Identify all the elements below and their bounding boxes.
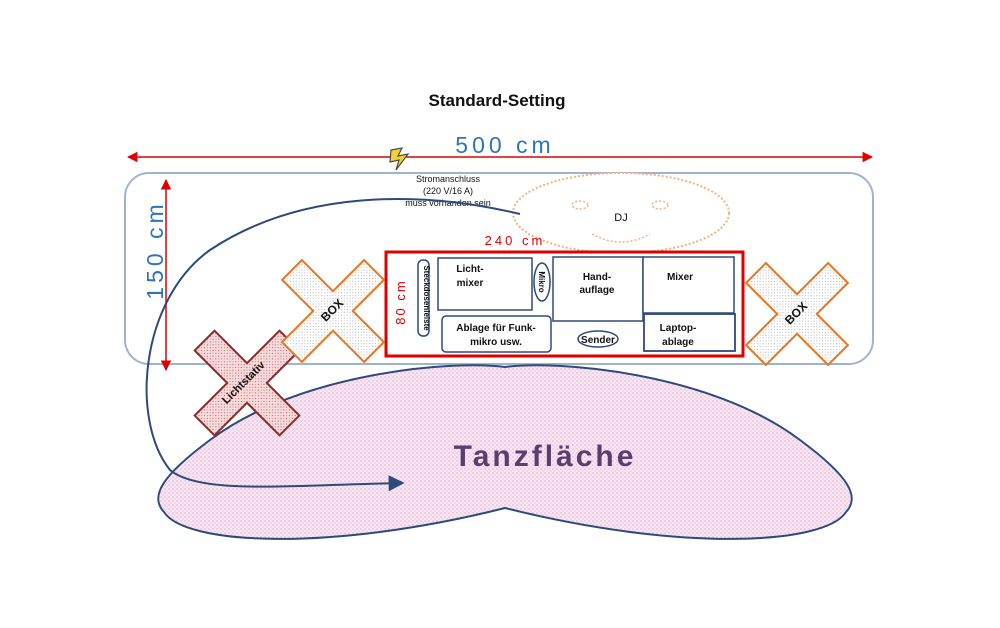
microphone (533, 262, 551, 302)
table-width-label: 240 cm (485, 233, 546, 248)
power-line-3: muss vorhanden sein (405, 198, 491, 208)
light-mixer-label-1: Licht- (456, 264, 483, 275)
laptop-label-1: Laptop- (660, 323, 697, 334)
transmitter-label: Sender (581, 335, 615, 346)
speaker-box-right (744, 261, 850, 367)
mixer (642, 256, 735, 314)
diagram-title: Standard-Setting (429, 91, 566, 110)
hand-rest-label-2: auflage (579, 285, 614, 296)
hand-rest (552, 256, 644, 322)
power-line-2: (220 V/16 A) (423, 186, 473, 196)
light-stand (193, 329, 301, 437)
lightning-icon (389, 147, 410, 171)
laptop-stand (643, 313, 736, 352)
hand-rest-label-1: Hand- (583, 272, 611, 283)
dance-floor-label: Tanzfläche (454, 440, 637, 473)
light-mixer (437, 257, 533, 311)
power-strip-label: Steckdosenleiste (422, 265, 431, 331)
microphone-label: Mikro (537, 271, 546, 292)
laptop-label-2: ablage (662, 337, 694, 348)
mixer-label: Mixer (667, 272, 693, 283)
light-mixer-label-2: mixer (457, 278, 484, 289)
power-line-1: Stromanschluss (416, 174, 481, 184)
dj-label: DJ (614, 212, 627, 224)
dance-floor (157, 364, 853, 540)
depth-dimension-label: 150 cm (142, 200, 168, 299)
width-dimension-label: 500 cm (455, 132, 554, 158)
shelf-label-1: Ablage für Funk- (456, 323, 535, 334)
table-depth-label: 80 cm (393, 279, 408, 324)
wireless-mic-shelf (441, 315, 552, 353)
speaker-box-left (280, 258, 386, 364)
cable-route-arrow (145, 198, 521, 492)
shelf-label-2: mikro usw. (470, 337, 522, 348)
transmitter (577, 330, 619, 348)
power-strip (417, 259, 430, 337)
